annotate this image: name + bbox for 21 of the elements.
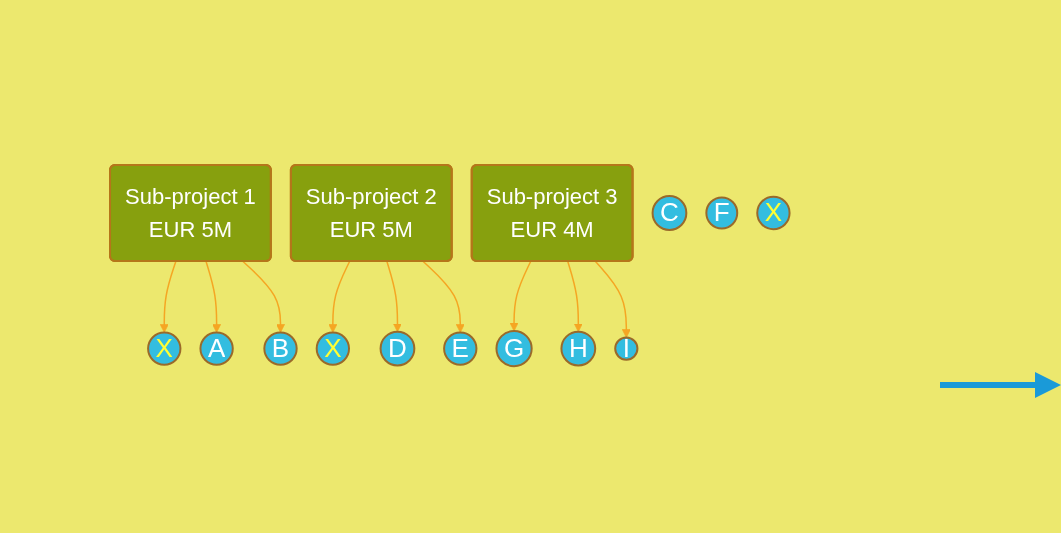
node-circle: C xyxy=(651,195,688,231)
node-circle: F xyxy=(705,196,739,230)
arrow xyxy=(328,260,351,333)
node-circle: D xyxy=(379,330,416,367)
arrow xyxy=(509,260,532,332)
node-circle: H xyxy=(560,330,597,367)
arrow xyxy=(386,260,403,333)
node-circle: G xyxy=(495,329,533,368)
arrow xyxy=(595,260,631,338)
node-circle: X xyxy=(756,195,791,231)
arrow xyxy=(160,260,177,333)
node-circle: I xyxy=(614,336,639,361)
arrow xyxy=(422,260,465,333)
node-circle: A xyxy=(199,331,234,366)
node-circle: X xyxy=(147,331,182,366)
node-circle: E xyxy=(443,331,478,366)
arrow xyxy=(205,260,222,333)
arrow xyxy=(567,260,583,333)
node-circle: B xyxy=(263,331,298,366)
arrow xyxy=(242,260,286,333)
node-circle: X xyxy=(315,331,351,366)
